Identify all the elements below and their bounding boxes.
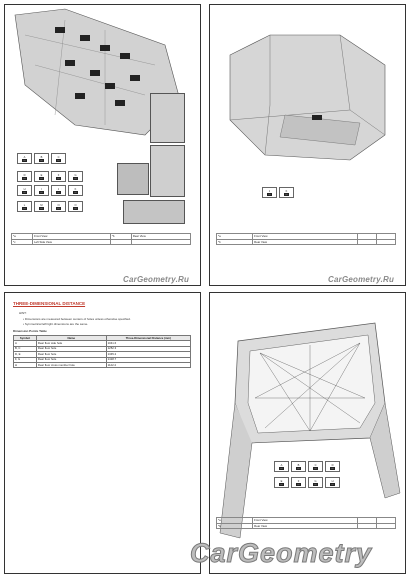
- code-box: A—: [17, 153, 32, 164]
- code-box: K—: [68, 185, 83, 196]
- code-box: J—: [262, 187, 277, 198]
- code-box: N—: [51, 201, 66, 212]
- code-box: B—: [291, 461, 306, 472]
- code-box: J—: [51, 185, 66, 196]
- detail-photo-3: [117, 163, 149, 195]
- detail-photo-2: [150, 145, 185, 197]
- code-row-2: D— E— F— G—: [17, 171, 83, 182]
- code-box: D—: [17, 171, 32, 182]
- code-box: I—: [34, 185, 49, 196]
- rear-body-opening-drawing: [219, 322, 401, 539]
- code-box: L—: [17, 201, 32, 212]
- code-box: K—: [279, 187, 294, 198]
- detail-photo-4: [123, 200, 185, 224]
- code-box: G—: [68, 171, 83, 182]
- code-row-3: H— I— J— K—: [17, 185, 83, 196]
- page-1: A— B— C— D— E— F— G— H— I— J— K— L— M— N…: [4, 4, 201, 286]
- code-box: C—: [308, 461, 323, 472]
- code-box: B—: [34, 153, 49, 164]
- code-box: H—: [325, 477, 340, 488]
- watermark-large: CarGeometry: [189, 538, 373, 569]
- watermark: CarGeometry.Ru: [328, 275, 395, 284]
- hint-label: HINT:: [19, 311, 27, 315]
- code-row-4: L— M— N— O—: [17, 201, 83, 212]
- table-caption: Dimension Points Table: [13, 329, 47, 333]
- car-body-3d-drawing: [229, 34, 386, 161]
- code-box: G—: [308, 477, 323, 488]
- note-2: • Symmetrical left/right dimensions are …: [23, 322, 89, 326]
- section-title: THREE-DIMENSIONAL DISTANCE: [13, 301, 86, 306]
- code-box: O—: [68, 201, 83, 212]
- code-box: F—: [51, 171, 66, 182]
- code-row-2: E— F— G— H—: [274, 477, 340, 488]
- code-box: A—: [274, 461, 289, 472]
- watermark: CarGeometry.Ru: [123, 275, 190, 284]
- detail-photo-1: [150, 93, 185, 143]
- code-row-1: A— B— C— D—: [274, 461, 340, 472]
- code-box: E—: [34, 171, 49, 182]
- dimension-table: Symbol Name Three-Dimensional Distance (…: [13, 334, 192, 369]
- code-box: C—: [51, 153, 66, 164]
- page-3: THREE-DIMENSIONAL DISTANCE HINT: • Dimen…: [4, 292, 201, 574]
- code-row-1: A— B— C—: [17, 153, 66, 164]
- note-1: • Dimensions are measured between center…: [23, 317, 131, 321]
- code-box: F—: [291, 477, 306, 488]
- code-box: H—: [17, 185, 32, 196]
- code-box: E—: [274, 477, 289, 488]
- code-box: D—: [325, 461, 340, 472]
- code-row: J— K—: [262, 187, 294, 198]
- code-box: M—: [34, 201, 49, 212]
